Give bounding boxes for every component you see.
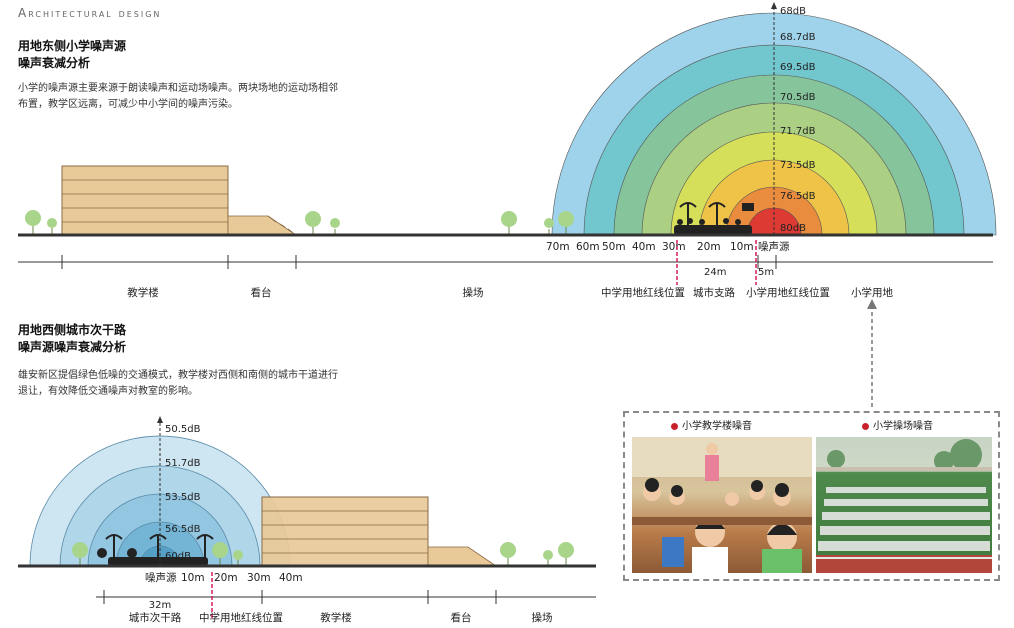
east-zone-label: 看台 [251, 286, 272, 299]
east-span-label: 24m [704, 267, 726, 278]
playground-photo [816, 437, 992, 573]
east-distance-label: 40m [632, 241, 656, 253]
east-noise-source-people [674, 202, 754, 235]
east-desc-line1: 小学的噪声源主要来源于朗读噪声和运动场噪声。两块场地的运动场相邻 [18, 83, 338, 94]
west-zone-labels: 城市次干路 中学用地红线位置 教学楼 看台 操场 [129, 611, 553, 624]
west-distance-label: 噪声源 [145, 571, 177, 584]
header-label: Architectural design [18, 6, 162, 20]
east-zone-label: 城市支路 [693, 286, 735, 299]
east-distance-label: 10m [730, 241, 754, 253]
east-db-label: 80dB [780, 223, 806, 234]
west-dimension-ticks [103, 590, 497, 604]
east-db-label: 76.5dB [780, 191, 816, 202]
east-section-desc: 小学的噪声源主要来源于朗读噪声和运动场噪声。两块场地的运动场相邻 布置，教学区远… [18, 81, 368, 113]
east-zone-label: 小学用地红线位置 [746, 286, 830, 299]
west-zone-label: 操场 [532, 611, 553, 624]
east-db-label: 68dB [780, 6, 806, 17]
east-span-label: 5m [758, 267, 774, 278]
east-zone-label: 小学用地 [851, 286, 893, 299]
east-noise-ring [746, 207, 802, 236]
west-db-label: 56.5dB [165, 524, 201, 535]
west-distance-label: 30m [247, 572, 271, 584]
classroom-photo [632, 437, 812, 573]
east-span-labels: 24m 5m [704, 267, 774, 278]
red-dot-icon [862, 422, 869, 430]
red-dot-icon [671, 422, 678, 430]
caption-classroom-text: 小学教学楼噪音 [682, 421, 752, 432]
west-title-line2: 噪声源噪声衰减分析 [18, 340, 127, 354]
east-zone-label: 操场 [463, 286, 484, 299]
west-zone-label: 城市次干路 [129, 611, 182, 624]
west-desc-line2: 退让，有效降低交通噪声对教室的影响。 [18, 386, 198, 397]
east-zone-label: 中学用地红线位置 [601, 286, 685, 299]
west-db-label: 51.7dB [165, 458, 201, 469]
west-zone-label: 中学用地红线位置 [199, 611, 283, 624]
east-section-title: 用地东侧小学噪声源 噪声衰减分析 [18, 38, 126, 72]
west-teaching-building [261, 496, 429, 567]
west-distance-labels: 噪声源 10m 20m 30m 40m [145, 571, 303, 584]
east-zone-labels: 教学楼 看台 操场 中学用地红线位置城市支路小学用地红线位置 小学用地 [127, 286, 893, 299]
east-dimension-ticks [61, 255, 777, 269]
west-span-label: 32m [149, 600, 171, 611]
east-distance-label: 20m [697, 241, 721, 253]
photo-caption-playground: 小学操场噪音 [862, 417, 933, 432]
west-zone-label: 教学楼 [320, 611, 352, 624]
east-db-label: 69.5dB [780, 62, 816, 73]
east-title-line2: 噪声衰减分析 [18, 56, 91, 70]
east-distance-label: 噪声源 [758, 240, 790, 253]
east-db-label: 71.7dB [780, 126, 816, 137]
east-teaching-building [61, 165, 229, 236]
west-section-title: 用地西侧城市次干路 噪声源噪声衰减分析 [18, 322, 126, 356]
east-trees [25, 210, 574, 235]
east-distance-label: 50m [602, 241, 626, 253]
west-db-labels: 50.5dB 51.7dB 53.5dB 56.5dB 60dB [165, 424, 201, 562]
east-db-label: 70.5dB [780, 92, 816, 103]
photo-panel [623, 411, 1000, 581]
west-title-line1: 用地西侧城市次干路 [18, 323, 127, 337]
west-distance-label: 40m [279, 572, 303, 584]
east-desc-line2: 布置，教学区远离，可减少中小学间的噪声污染。 [18, 99, 238, 110]
east-grandstand [227, 215, 298, 236]
west-span-labels: 32m [149, 600, 171, 611]
west-db-label: 50.5dB [165, 424, 201, 435]
east-distance-label: 70m [546, 241, 570, 253]
west-zone-label: 看台 [451, 611, 472, 624]
west-noise-source-traffic [97, 534, 214, 566]
east-db-label: 73.5dB [780, 160, 816, 171]
photo-caption-classroom: 小学教学楼噪音 [671, 417, 752, 432]
east-distance-label: 30m [662, 241, 686, 253]
west-desc-line1: 雄安新区提倡绿色低噪的交通模式，教学楼对西侧和南侧的城市干道进行 [18, 370, 338, 381]
east-zone-label: 教学楼 [127, 286, 159, 299]
west-distance-label: 10m [181, 572, 205, 584]
east-db-labels: 68dB 68.7dB 69.5dB 70.5dB 71.7dB 73.5dB 76.5dB… [780, 6, 816, 234]
east-title-line1: 用地东侧小学噪声源 [18, 39, 127, 53]
west-db-label: 53.5dB [165, 492, 201, 503]
west-grandstand [427, 546, 498, 567]
west-distance-label: 20m [214, 572, 238, 584]
west-section-desc: 雄安新区提倡绿色低噪的交通模式，教学楼对西侧和南侧的城市干道进行 退让，有效降低… [18, 368, 368, 400]
east-distance-label: 60m [576, 241, 600, 253]
west-db-label: 60dB [165, 551, 191, 562]
east-db-label: 68.7dB [780, 32, 816, 43]
caption-playground-text: 小学操场噪音 [873, 421, 933, 432]
